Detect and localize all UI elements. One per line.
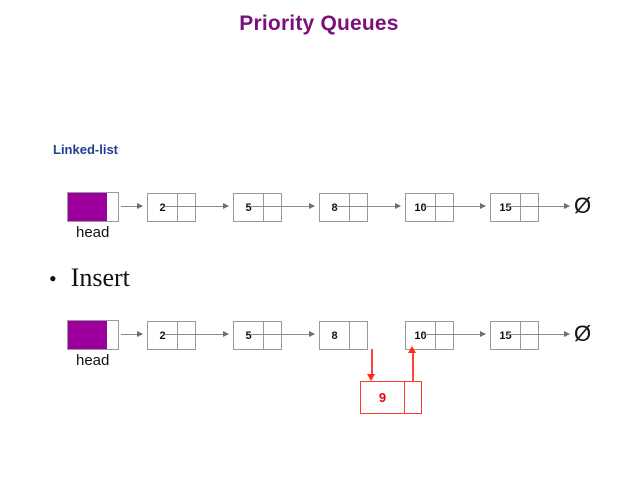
inserted-node-pointer-cell (405, 381, 422, 414)
node-value: 5 (233, 193, 264, 222)
node-value: 10 (405, 193, 436, 222)
list-node: 2 (147, 321, 196, 350)
arrow-node-3-to-node-4 (336, 203, 401, 209)
linked-list-diagram-before: head 2 5 8 10 15 (0, 192, 638, 252)
head-pointer-box (67, 320, 119, 350)
null-terminator-symbol: Ø (574, 321, 592, 346)
page-title: Priority Queues (239, 12, 399, 35)
node-value: 5 (233, 321, 264, 350)
node-value: 15 (490, 193, 521, 222)
node-value: 8 (319, 193, 350, 222)
list-node: 2 (147, 193, 196, 222)
section-heading-linked-list: Linked-list (53, 142, 119, 157)
linked-list-diagram-after: head 2 5 8 10 15 Ø (0, 320, 638, 380)
arrow-node-4-to-node-5 (422, 331, 486, 337)
arrow-head-to-node-1 (121, 203, 143, 209)
list-node: 8 (319, 193, 368, 222)
head-pointer-fill (68, 193, 107, 221)
node-pointer-cell (521, 193, 539, 222)
head-label: head (76, 352, 110, 369)
list-node: 8 (319, 321, 368, 350)
list-node: 10 (405, 193, 454, 222)
arrow-node-4-to-node-5 (422, 203, 486, 209)
node-pointer-cell (350, 193, 368, 222)
arrow-head-to-node-1 (121, 331, 143, 337)
insert-arrow-new-node-to-next (409, 346, 416, 398)
insert-arrow-prev-to-new-node (368, 349, 375, 381)
arrow-node-2-to-node-3 (250, 203, 315, 209)
node-pointer-cell (436, 321, 454, 350)
list-node: 15 (490, 193, 539, 222)
node-pointer-cell (350, 321, 368, 350)
inserted-node-value: 9 (360, 381, 405, 414)
null-terminator-symbol: Ø (574, 193, 592, 218)
node-value: 10 (405, 321, 436, 350)
node-value: 2 (147, 193, 178, 222)
arrow-node-5-to-null (507, 331, 570, 337)
arrow-node-1-to-node-2 (164, 331, 229, 337)
inserted-list-node: 9 (360, 381, 422, 414)
list-node: 5 (233, 193, 282, 222)
node-pointer-cell (264, 321, 282, 350)
list-node: 5 (233, 321, 282, 350)
list-node: 10 (405, 321, 454, 350)
node-pointer-cell (264, 193, 282, 222)
bullet-insert: • Insert (49, 265, 130, 291)
node-value: 2 (147, 321, 178, 350)
arrow-node-5-to-null (507, 203, 570, 209)
bullet-label: Insert (70, 263, 130, 292)
node-pointer-cell (436, 193, 454, 222)
head-label: head (76, 224, 110, 241)
node-pointer-cell (178, 321, 196, 350)
list-node: 15 (490, 321, 539, 350)
head-pointer-fill (68, 321, 107, 349)
arrow-node-2-to-node-3 (250, 331, 315, 337)
arrow-node-1-to-node-2 (164, 203, 229, 209)
bullet-marker-icon: • (49, 266, 57, 291)
node-pointer-cell (521, 321, 539, 350)
node-pointer-cell (178, 193, 196, 222)
node-value: 8 (319, 321, 350, 350)
node-value: 15 (490, 321, 521, 350)
head-pointer-box (67, 192, 119, 222)
